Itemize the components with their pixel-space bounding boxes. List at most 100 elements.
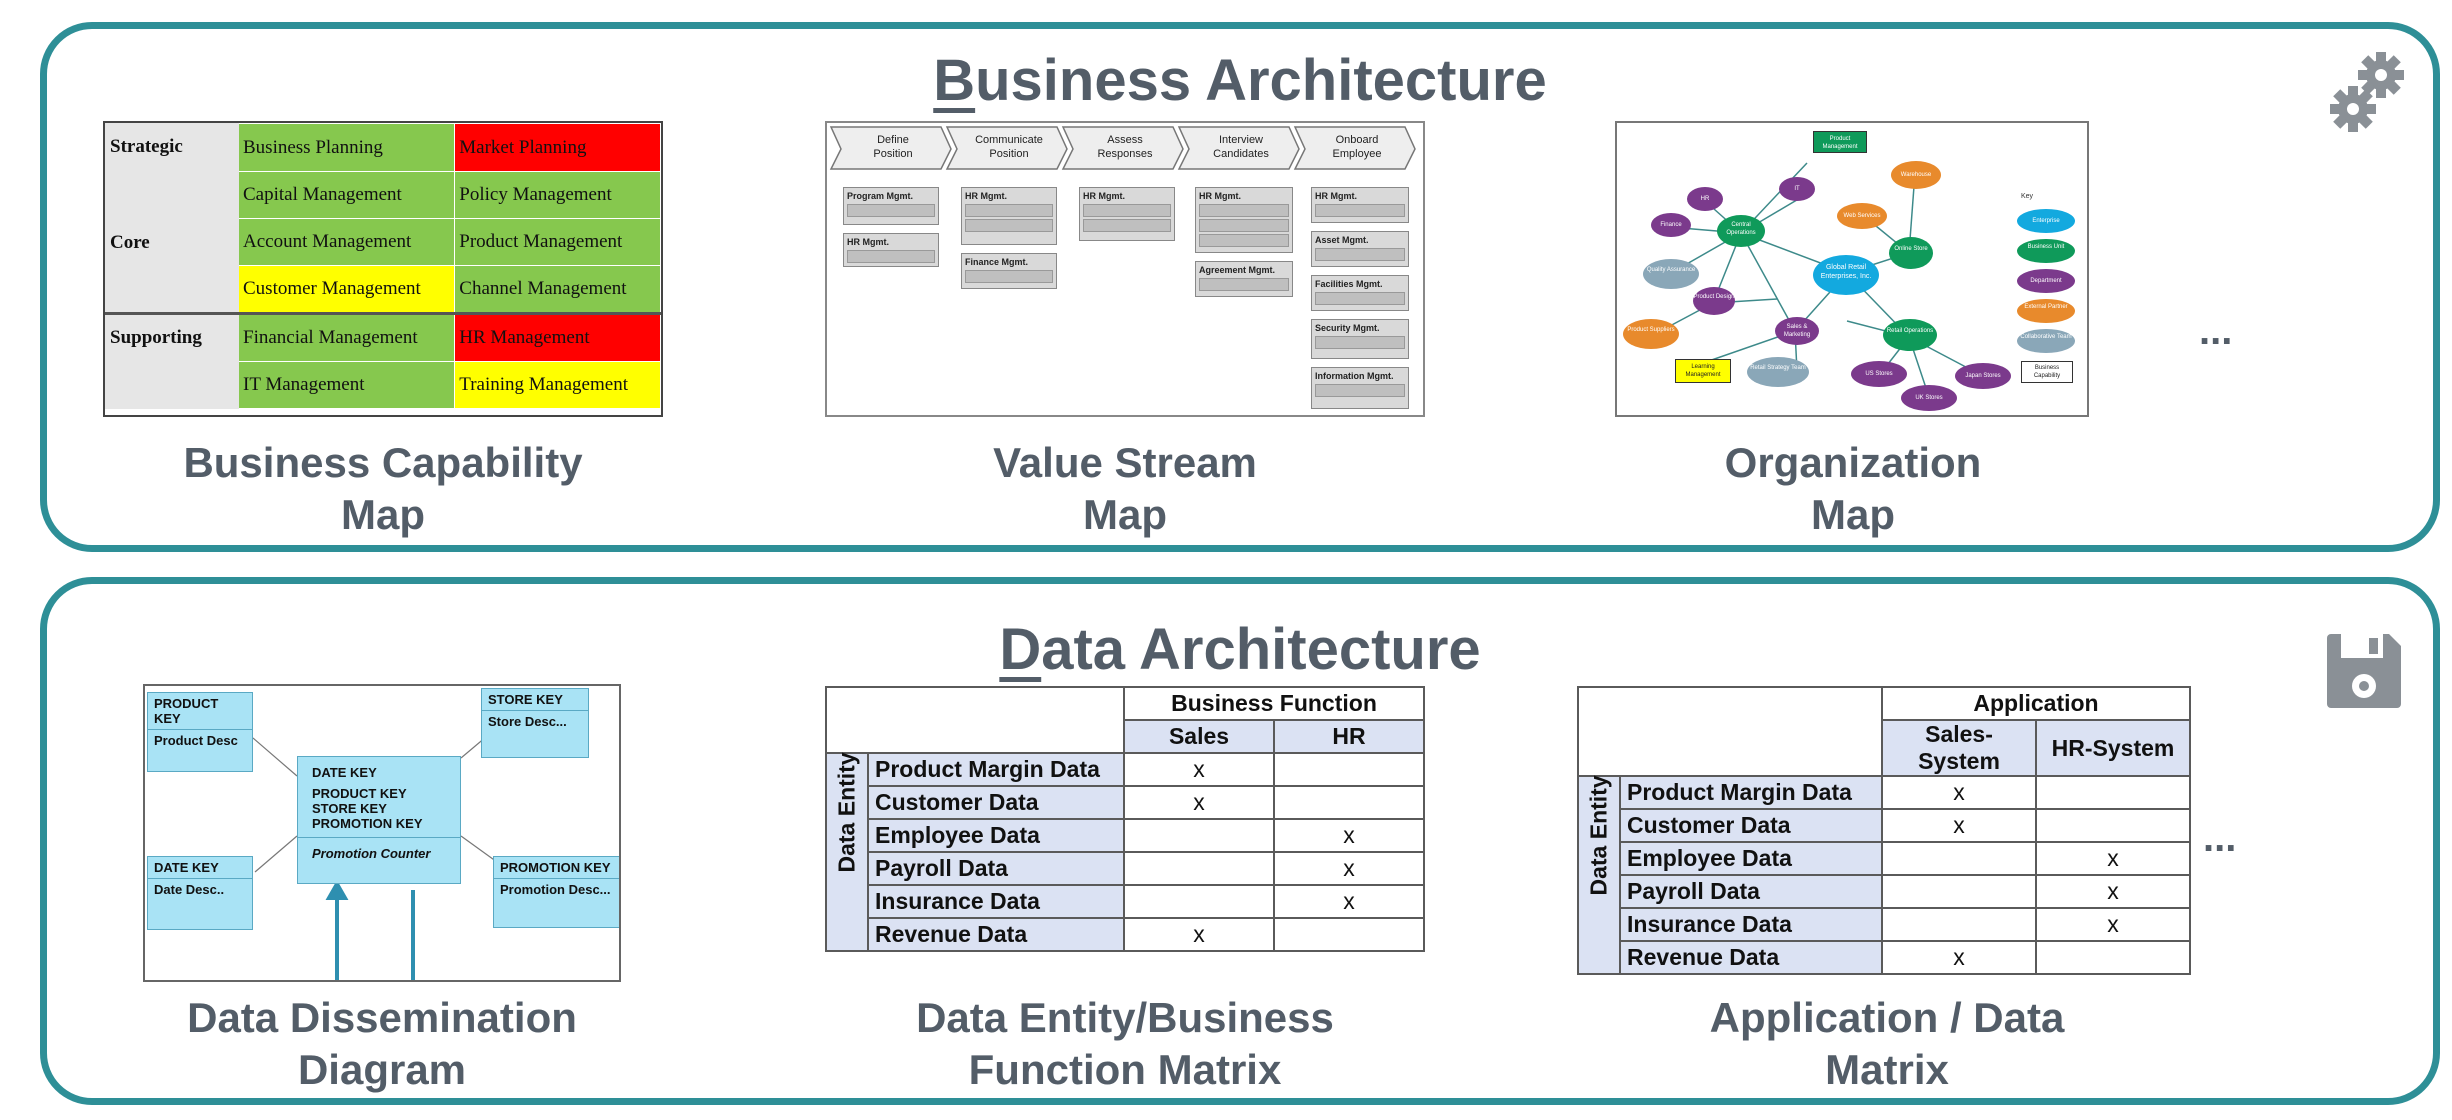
matrix-cell (1881, 874, 2037, 909)
matrix-row-header: Product Margin Data (1619, 775, 1883, 810)
matrix-row-header: Employee Data (1619, 841, 1883, 876)
promotion-dimension-table: PROMOTION KEY Promotion Desc... (493, 856, 619, 928)
data-dissemination-thumbnail: PRODUCT KEY Product Desc STORE KEY Store… (143, 684, 621, 982)
org-node: Online Store (1889, 237, 1933, 269)
matrix-cell: x (1881, 775, 2037, 810)
org-node: Finance (1651, 213, 1691, 237)
org-key-item: Department (2017, 269, 2075, 293)
org-node: IT (1779, 177, 1815, 201)
matrix-column-header: HR-System (2035, 719, 2191, 777)
value-stage-chevron (1293, 126, 1416, 170)
value-box: HR Mgmt. (961, 187, 1057, 245)
matrix-group-header: Application (1881, 686, 2191, 721)
value-stage-chevron (945, 126, 1068, 170)
matrix-row-header: Revenue Data (1619, 940, 1883, 975)
org-node: Retail Operations (1883, 319, 1937, 351)
value-box: HR Mgmt. (1079, 187, 1175, 241)
matrix-row-header: Customer Data (867, 785, 1125, 820)
matrix-side-label: Data Entity (1585, 774, 1612, 895)
store-dimension-table: STORE KEY Store Desc... (481, 688, 589, 758)
matrix-row-header: Payroll Data (867, 851, 1125, 886)
org-node: Central Operations (1717, 215, 1765, 247)
matrix-column-header: Sales (1123, 719, 1275, 754)
capability-cell: Product Management (454, 218, 661, 266)
capability-cell: Capital Management (237, 171, 456, 219)
org-node: Japan Stores (1955, 363, 2011, 389)
gear-icon (2329, 47, 2409, 137)
capability-cell: Market Planning (454, 123, 661, 172)
matrix-cell (1273, 917, 1425, 952)
value-stage-chevron (1061, 126, 1184, 170)
matrix-row-header: Insurance Data (1619, 907, 1883, 942)
matrix-row-header: Product Margin Data (867, 752, 1125, 787)
matrix-group-header: Business Function (1123, 686, 1425, 721)
org-node: Product Design (1693, 287, 1735, 315)
org-key-item: Business Capability (2021, 361, 2073, 383)
matrix-row-header: Revenue Data (867, 917, 1125, 952)
matrix-cell (1881, 841, 2037, 876)
matrix-row-header: Payroll Data (1619, 874, 1883, 909)
org-key-item: Business Unit (2017, 239, 2075, 263)
value-box: HR Mgmt. (843, 233, 939, 267)
org-node: Quality Assurance (1643, 259, 1699, 289)
product-dimension-table: PRODUCT KEY Product Desc (147, 692, 253, 772)
more-ellipsis: ... (2199, 309, 2233, 353)
matrix-cell (2035, 775, 2191, 810)
org-node: Product Suppliers (1623, 319, 1679, 349)
org-key-item: Collaborative Team (2017, 329, 2075, 353)
matrix-cell: x (1273, 851, 1425, 886)
org-node: UK Stores (1901, 385, 1957, 411)
capability-cell: Financial Management (237, 312, 456, 362)
business-architecture-panel: Business Architecture (40, 22, 2440, 552)
matrix-cell: x (2035, 907, 2191, 942)
matrix-cell: x (1273, 884, 1425, 919)
matrix-column-header: HR (1273, 719, 1425, 754)
capability-cell: Business Planning (237, 123, 456, 172)
org-node: Retail Strategy Team (1747, 357, 1809, 387)
value-stage-chevron (1177, 126, 1300, 170)
matrix-cell (1273, 785, 1425, 820)
level-core: Core (110, 231, 150, 253)
capability-cell: Channel Management (454, 265, 661, 314)
matrix-cell: x (1273, 818, 1425, 853)
application-data-matrix: Application Sales-System HR-System Data … (1577, 686, 2191, 975)
org-key-item: External Partner (2017, 299, 2075, 323)
org-node: Sales & Marketing (1775, 317, 1819, 345)
capability-cell: Policy Management (454, 171, 661, 219)
matrix-cell: x (1881, 940, 2037, 975)
value-box: Facilities Mgmt. (1311, 275, 1409, 311)
value-box: HR Mgmt. (1311, 187, 1409, 223)
matrix-row-header: Employee Data (867, 818, 1125, 853)
matrix-cell (2035, 940, 2191, 975)
capability-cell: Training Management (454, 361, 661, 409)
org-node: HR (1687, 187, 1723, 211)
matrix-cell: x (1881, 808, 2037, 843)
matrix-cell: x (2035, 841, 2191, 876)
matrix-cell (2035, 808, 2191, 843)
value-box: Asset Mgmt. (1311, 231, 1409, 267)
more-ellipsis: ... (2203, 816, 2237, 860)
value-box: Security Mgmt. (1311, 319, 1409, 359)
matrix-column-header: Sales-System (1881, 719, 2037, 777)
capability-cell: IT Management (237, 361, 456, 409)
value-box: Information Mgmt. (1311, 367, 1409, 409)
value-box: Finance Mgmt. (961, 253, 1057, 289)
business-architecture-title: Business Architecture (933, 48, 1547, 113)
matrix-row-header: Insurance Data (867, 884, 1125, 919)
data-architecture-panel: Data Architecture PRODUCT (40, 577, 2440, 1105)
value-box: Agreement Mgmt. (1195, 261, 1293, 297)
org-node: US Stores (1851, 361, 1907, 387)
matrix-cell: x (2035, 874, 2191, 909)
date-dimension-table: DATE KEY Date Desc.. (147, 856, 253, 930)
matrix-cell (1881, 907, 2037, 942)
